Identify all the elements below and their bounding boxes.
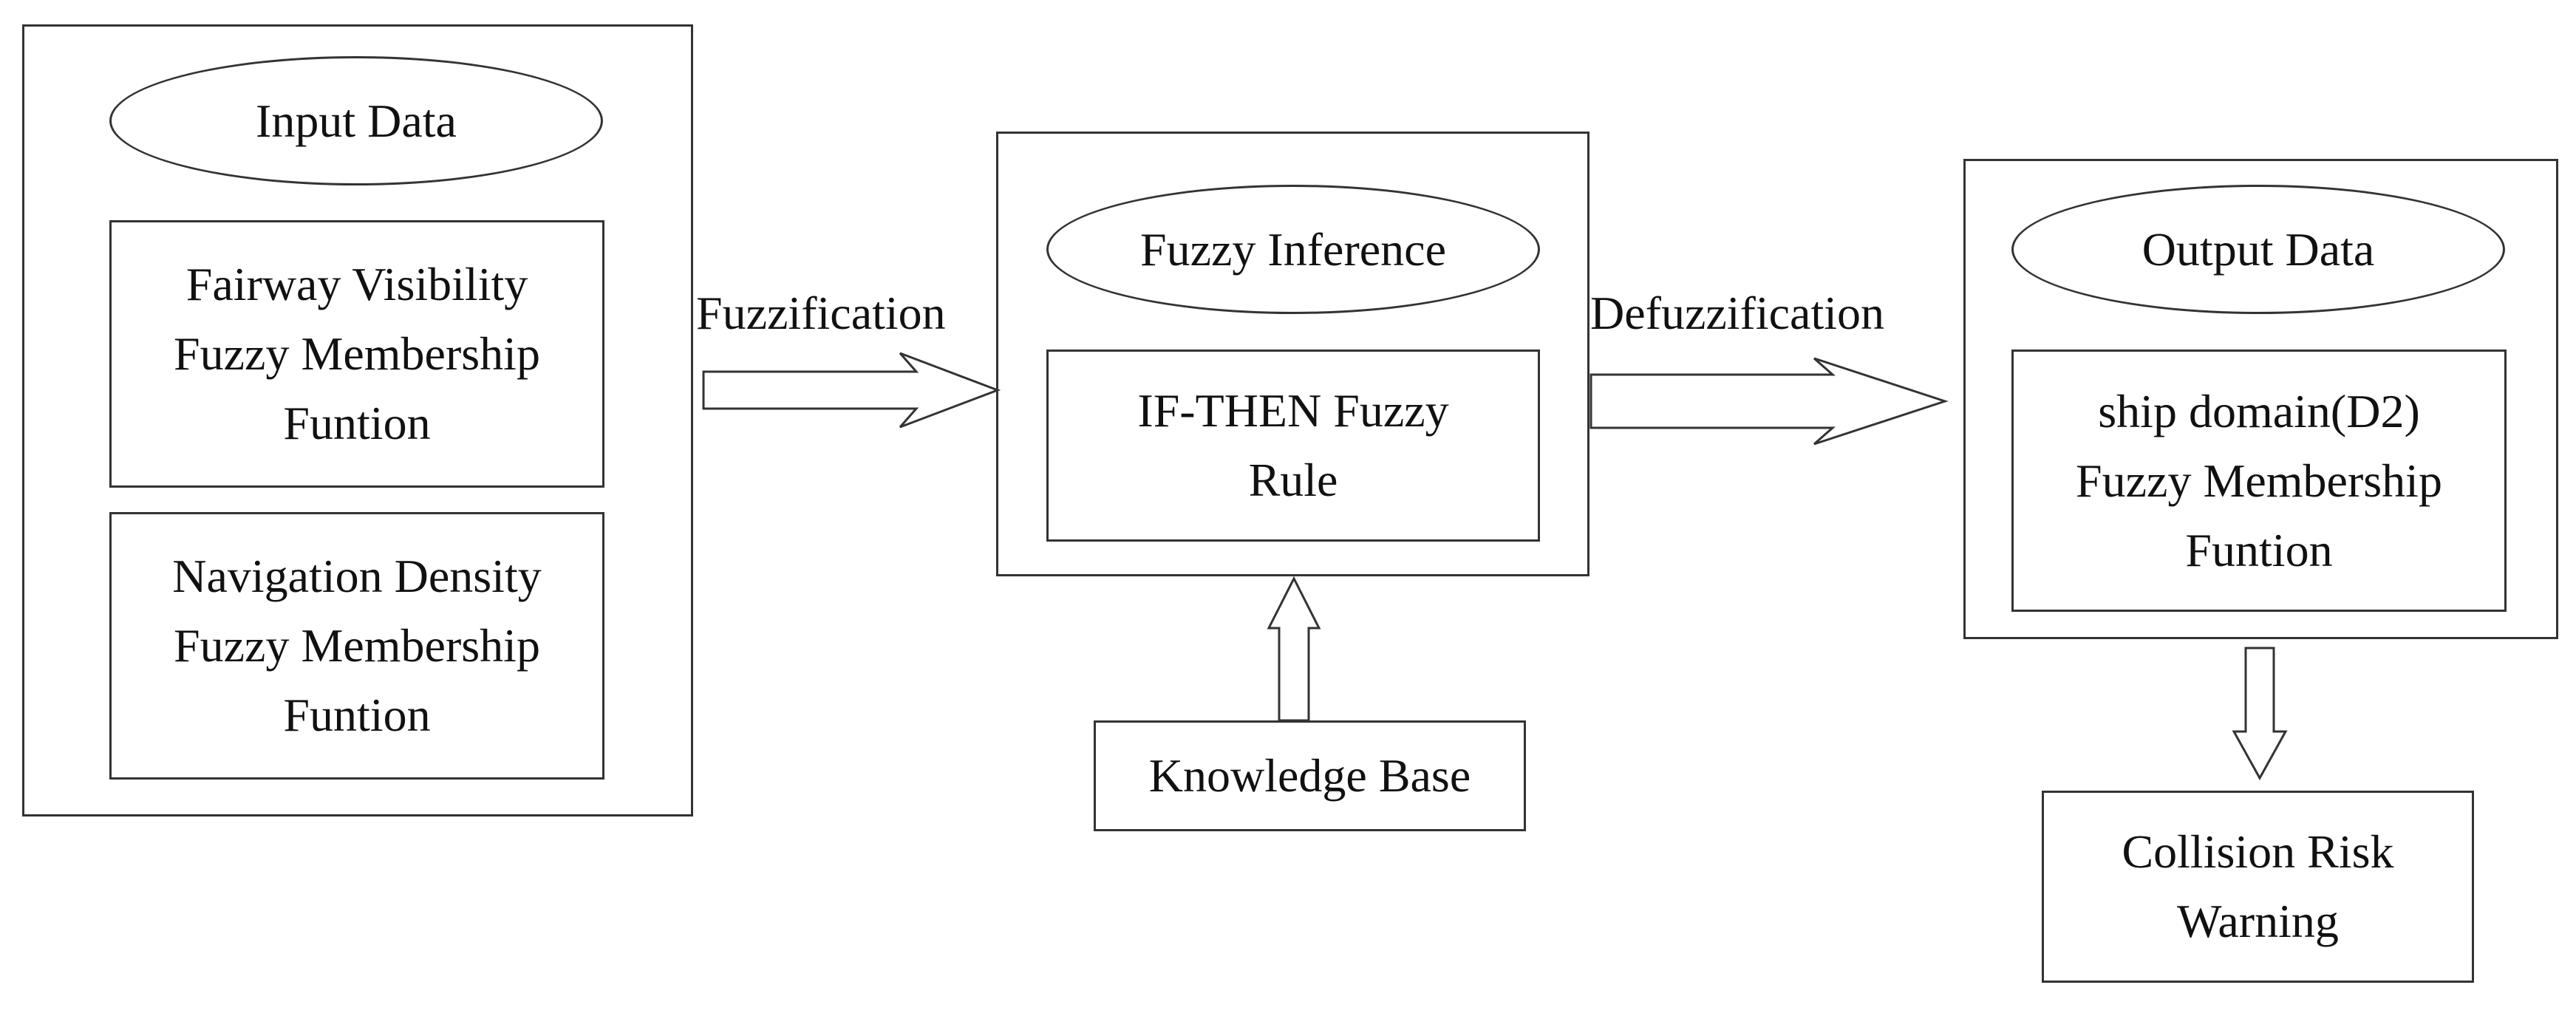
- if-then-rule-line-1: IF-THEN Fuzzy: [1137, 384, 1449, 437]
- defuzzification-label: Defuzzification: [1590, 287, 1884, 339]
- collision-warning-line-1: Collision Risk: [2122, 825, 2394, 878]
- collision-warning-text: Collision Risk Warning: [2042, 791, 2474, 983]
- defuzzification-arrow: [1589, 357, 1949, 446]
- if-then-rule-box: [1046, 350, 1540, 542]
- collision-warning-box: [2042, 791, 2474, 983]
- fuzzification-label: Fuzzification: [696, 287, 946, 339]
- navigation-density-box: [109, 512, 604, 780]
- fairway-visibility-box: [109, 220, 604, 488]
- ship-domain-line-1: ship domain(D2): [2098, 384, 2420, 437]
- ship-domain-line-2: Fuzzy Membership: [2076, 454, 2442, 507]
- ship-domain-line-3: Funtion: [2185, 523, 2333, 576]
- output-data-ellipse: Output Data: [2011, 185, 2505, 314]
- navigation-density-line-2: Fuzzy Membership: [174, 619, 540, 672]
- warning-arrow: [2232, 647, 2288, 781]
- navigation-density-line-1: Navigation Density: [172, 550, 542, 602]
- fairway-visibility-line-3: Funtion: [283, 397, 431, 449]
- output-data-title: Output Data: [2141, 222, 2375, 276]
- input-data-ellipse: Input Data: [109, 56, 603, 185]
- fuzzy-inference-ellipse: Fuzzy Inference: [1046, 185, 1540, 314]
- collision-warning-line-2: Warning: [2177, 895, 2339, 947]
- navigation-density-line-3: Funtion: [283, 689, 431, 741]
- navigation-density-text: Navigation Density Fuzzy Membership Funt…: [109, 512, 604, 780]
- ship-domain-text: ship domain(D2) Fuzzy Membership Funtion: [2011, 350, 2507, 612]
- fairway-visibility-line-2: Fuzzy Membership: [174, 327, 540, 380]
- knowledge-base-arrow: [1267, 576, 1321, 722]
- fairway-visibility-text: Fairway Visibility Fuzzy Membership Funt…: [109, 220, 604, 488]
- if-then-rule-text: IF-THEN Fuzzy Rule: [1046, 350, 1540, 542]
- knowledge-base-label: Knowledge Base: [1148, 749, 1471, 802]
- fuzzification-arrow: [702, 352, 1001, 429]
- input-data-title: Input Data: [256, 94, 457, 147]
- ship-domain-box: [2011, 350, 2507, 612]
- fairway-visibility-line-1: Fairway Visibility: [185, 258, 528, 310]
- fuzzy-inference-title: Fuzzy Inference: [1140, 222, 1446, 276]
- knowledge-base-box: [1094, 720, 1526, 831]
- knowledge-base-text: Knowledge Base: [1094, 720, 1526, 831]
- if-then-rule-line-2: Rule: [1248, 454, 1338, 506]
